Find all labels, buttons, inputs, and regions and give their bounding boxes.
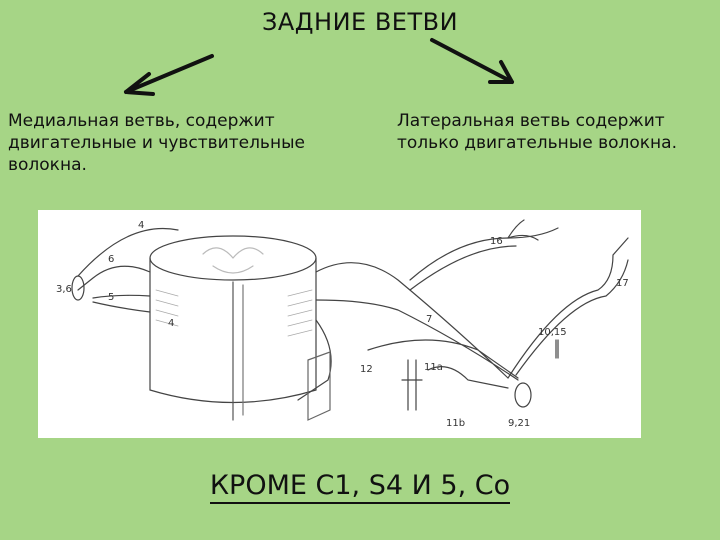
footer-text: КРОМЕ С1, S4 И 5, Со <box>209 470 511 504</box>
sympathetic-trunk <box>401 359 423 411</box>
label-11a: 11a <box>424 362 443 373</box>
footer-note: КРОМЕ С1, S4 И 5, Со <box>0 470 720 504</box>
label-11b: 11b <box>446 418 465 429</box>
label-7: 7 <box>426 314 432 325</box>
label-16: 16 <box>490 236 503 247</box>
lateral-branch-text: Латеральная ветвь содержит только двигат… <box>397 111 677 153</box>
spinal-cord-diagram: 4 6 3,6 5 4 16 17 7 10,15 12 11a 11b 9,2… <box>38 210 641 438</box>
label-6: 6 <box>108 254 114 265</box>
posterior-branch <box>507 237 629 379</box>
left-roots <box>77 265 151 313</box>
label-4-top: 4 <box>138 220 144 231</box>
label-3-6: 3,6 <box>56 284 72 295</box>
label-5: 5 <box>108 292 114 303</box>
label-10-15: 10,15 <box>538 327 567 338</box>
label-12: 12 <box>360 364 373 375</box>
arrow-left <box>124 54 214 96</box>
spinal-ganglion <box>514 382 532 408</box>
diagram-labels: 4 6 3,6 5 4 16 17 7 10,15 12 11a 11b 9,2… <box>56 220 629 429</box>
label-9-21: 9,21 <box>508 418 530 429</box>
slide-title: ЗАДНИЕ ВЕТВИ <box>261 8 459 36</box>
label-17: 17 <box>616 278 629 289</box>
diagram-drawing: 4 6 3,6 5 4 16 17 7 10,15 12 11a 11b 9,2… <box>56 219 629 429</box>
arrow-right <box>430 38 514 84</box>
cord-top <box>149 235 317 281</box>
label-4-side: 4 <box>168 318 174 329</box>
medial-branch-text: Медиальная ветвь, содержит двигательные … <box>8 111 305 175</box>
right-roots <box>315 262 519 381</box>
